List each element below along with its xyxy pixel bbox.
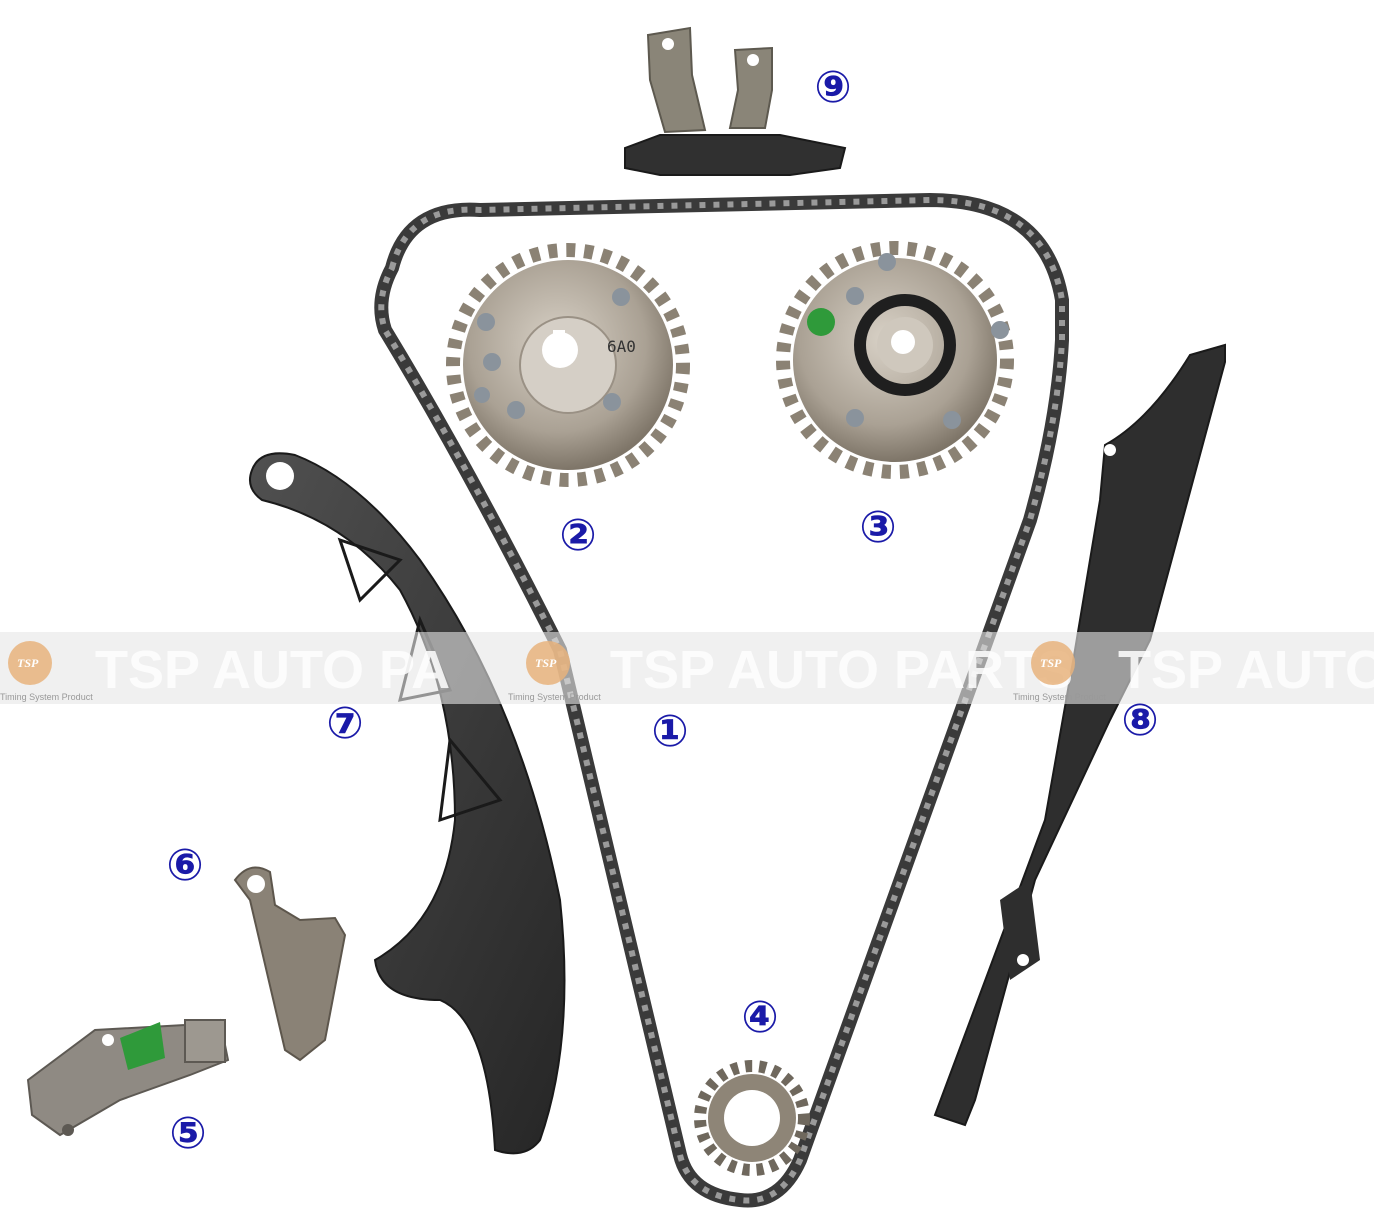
watermark-logo-text: TSP [1040, 656, 1062, 670]
label-5: ⑤ [169, 1108, 206, 1159]
watermark-logo [526, 641, 570, 685]
watermark-tagline-2: Timing System Product [508, 692, 601, 702]
watermark-text-1: TSP AUTO PA [95, 640, 450, 700]
watermark-tagline-3: Timing System Product [1013, 692, 1106, 702]
chain-tensioner [26, 1018, 230, 1137]
exhaust-cam-sprocket [776, 241, 1014, 479]
watermark-logo-text: TSP [535, 656, 557, 670]
watermark-text-3: TSP AUTO P [1118, 640, 1374, 700]
watermark-logo [1031, 641, 1075, 685]
upper-chain-guide [624, 26, 847, 176]
watermark-text-2: TSP AUTO PARTS [610, 640, 1073, 700]
label-4: ④ [741, 992, 778, 1043]
crankshaft-sprocket [694, 1060, 810, 1176]
watermark-band: TSP TSP AUTO PA Timing System Product TS… [0, 632, 1374, 704]
label-6: ⑥ [166, 840, 203, 891]
label-9: ⑨ [814, 62, 851, 113]
label-2: ② [559, 510, 596, 561]
label-1: ① [651, 706, 688, 757]
label-3: ③ [859, 502, 896, 553]
sprocket-stamp-text: 6A0 [607, 337, 636, 356]
label-8: ⑧ [1121, 695, 1158, 746]
watermark-logo-text: TSP [17, 656, 39, 670]
timing-chain [374, 192, 1069, 1208]
fixed-guide-rail [933, 343, 1226, 1127]
intake-cam-sprocket: 6A0 [446, 243, 690, 487]
oil-nozzle-bracket [233, 866, 347, 1062]
watermark-tagline-1: Timing System Product [0, 692, 93, 702]
label-7: ⑦ [326, 698, 363, 749]
watermark-logo [8, 641, 52, 685]
